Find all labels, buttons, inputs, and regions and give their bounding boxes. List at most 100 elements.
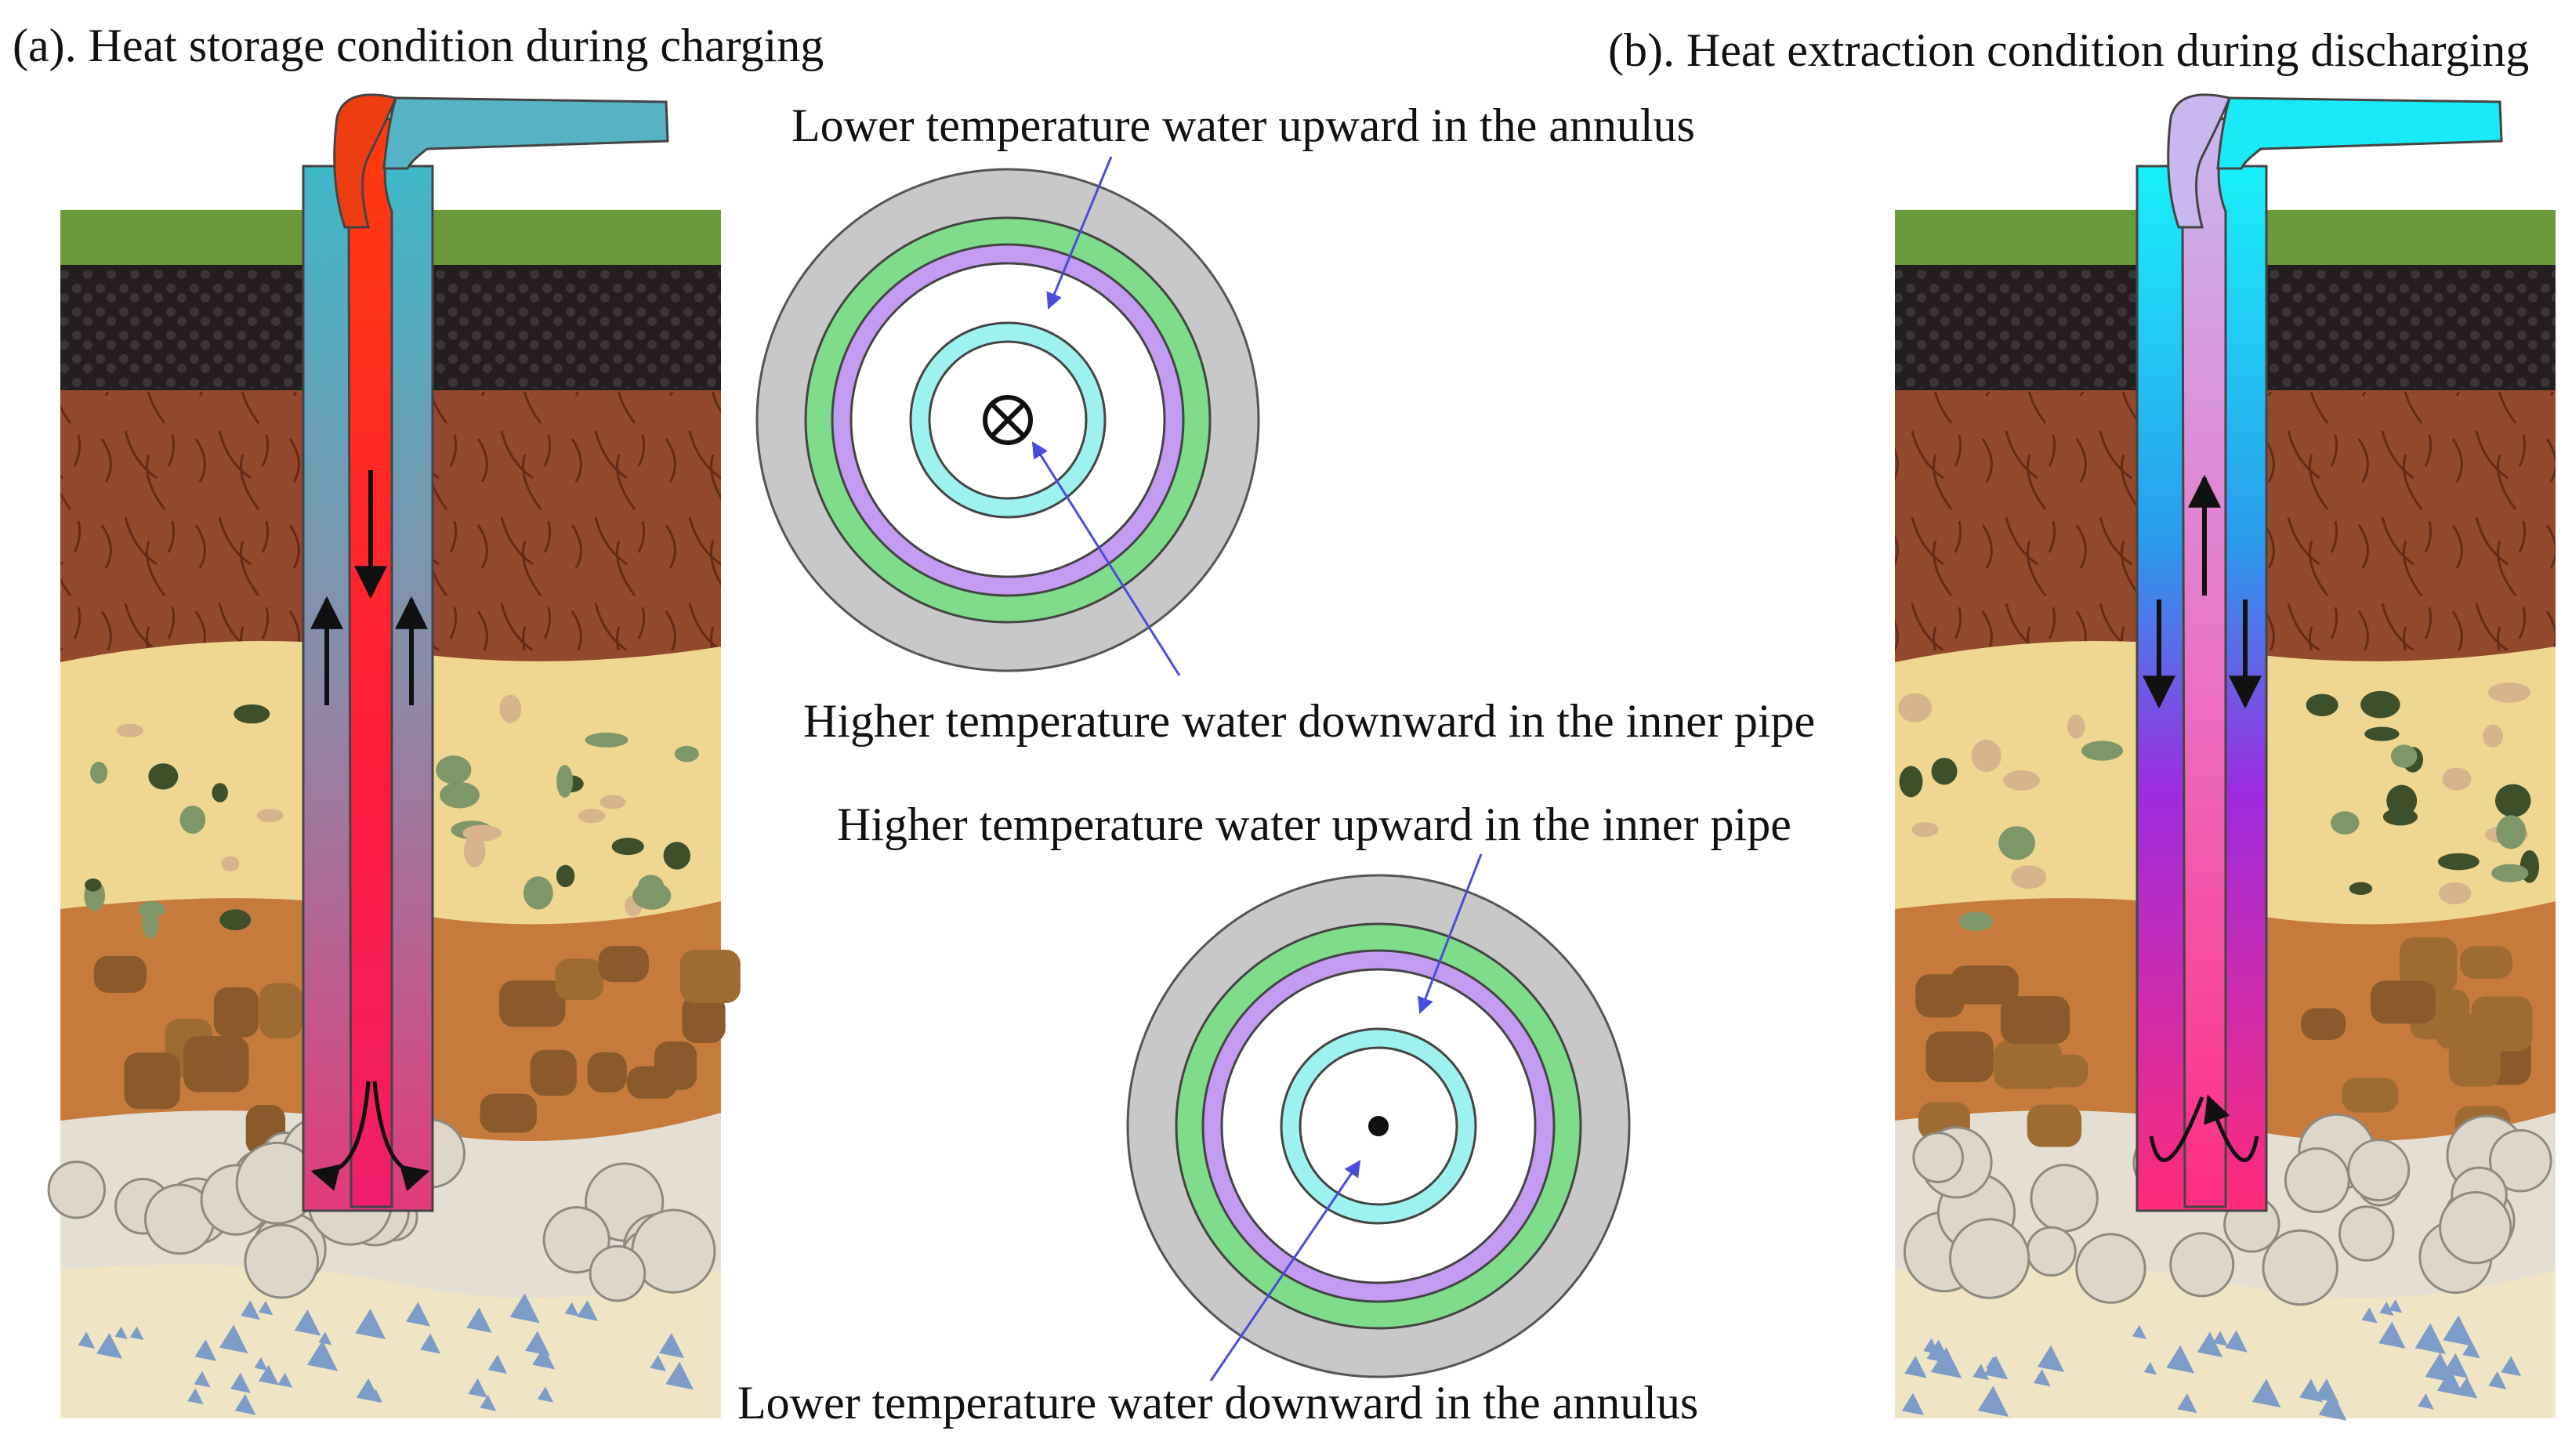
bedrock-shard xyxy=(1901,1393,1925,1416)
pebble xyxy=(2495,784,2531,817)
pebble xyxy=(578,809,606,824)
bedrock-shard xyxy=(2225,1330,2248,1353)
pointer-annulus-top xyxy=(1046,156,1113,310)
bedrock-shard xyxy=(194,1339,217,1361)
rubble-stone xyxy=(589,1244,647,1302)
bedrock-shard xyxy=(277,1372,293,1388)
bedrock-shard xyxy=(356,1378,381,1403)
bedrock-shard xyxy=(2456,1377,2478,1399)
bedrock-shard xyxy=(2462,1340,2480,1359)
pebble xyxy=(116,723,144,737)
pebble xyxy=(663,842,690,870)
gravel-stone xyxy=(213,987,259,1038)
pebble xyxy=(2331,811,2360,835)
pebble xyxy=(2483,724,2504,748)
pebble xyxy=(1899,766,1923,798)
bedrock-shard xyxy=(2361,1307,2378,1324)
gravel-stone xyxy=(1925,1031,1994,1082)
bedrock-shard xyxy=(114,1326,128,1339)
bedrock-shard xyxy=(355,1309,386,1339)
bedrock-shard xyxy=(420,1333,441,1354)
pebble xyxy=(2487,682,2531,703)
top-section-label-upper: Lower temperature water upward in the an… xyxy=(792,100,1695,151)
pebble xyxy=(2081,741,2124,761)
pebble xyxy=(462,824,502,842)
bedrock-shard xyxy=(2389,1299,2403,1313)
pebble xyxy=(2491,864,2529,882)
rubble-stone xyxy=(244,1223,320,1299)
cross-section-top xyxy=(755,156,1260,676)
bedrock-shard xyxy=(96,1332,123,1359)
gravel-stone xyxy=(530,1049,577,1096)
panel-b-title: (b). Heat extraction condition during di… xyxy=(1608,24,2530,76)
rubble-stone xyxy=(2488,1128,2552,1193)
gravel-stone xyxy=(124,1052,180,1110)
bedrock-shard xyxy=(1977,1385,2009,1417)
rubble-stone xyxy=(47,1161,106,1219)
bedrock-shard xyxy=(2414,1323,2446,1355)
bedrock-shard xyxy=(2314,1378,2339,1403)
pebble xyxy=(2306,694,2338,716)
rubble-stone xyxy=(2338,1205,2395,1262)
pebble xyxy=(221,856,240,871)
gravel-stone xyxy=(682,994,726,1043)
top-section-label-lower: Higher temperature water downward in the… xyxy=(803,695,1816,747)
bedrock-shard xyxy=(254,1356,268,1371)
gravel-stone xyxy=(598,946,649,983)
bedrock-shard xyxy=(2143,1361,2157,1375)
pebble xyxy=(219,909,252,931)
bedrock-shard xyxy=(532,1346,556,1370)
bedrock-shard xyxy=(234,1393,256,1415)
pebble xyxy=(1898,693,1933,723)
bedrock-shard xyxy=(2033,1369,2051,1387)
pebble xyxy=(436,755,472,784)
bedrock-shard xyxy=(487,1354,508,1375)
pebble xyxy=(600,795,626,809)
pebble xyxy=(585,732,629,748)
pebble xyxy=(256,809,284,823)
rubble-stone xyxy=(2262,1229,2338,1306)
gravel-stone xyxy=(2471,996,2533,1052)
pebble xyxy=(611,838,644,856)
pebble xyxy=(90,762,108,784)
bedrock-shard xyxy=(2318,1393,2347,1421)
bedrock-shard xyxy=(1923,1338,1940,1355)
outlet-pipe xyxy=(2216,96,2503,170)
bedrock-shard xyxy=(2378,1321,2406,1349)
pebble xyxy=(674,745,699,762)
bedrock-shard xyxy=(405,1302,431,1327)
bedrock-shard xyxy=(318,1331,332,1346)
pebble xyxy=(556,864,575,888)
pebble xyxy=(2437,853,2480,871)
gravel-stone xyxy=(183,1036,249,1092)
bedrock-shard xyxy=(2177,1393,2197,1414)
bedrock-shard xyxy=(258,1364,279,1385)
gravel-stone xyxy=(2301,1008,2346,1040)
bedrock-shard xyxy=(509,1293,540,1324)
gravel-stone xyxy=(259,983,302,1039)
gravel-stone xyxy=(2026,1054,2088,1088)
pebble xyxy=(142,904,159,939)
bedrock-shard xyxy=(1985,1356,2001,1372)
pointer-inner-pipe-top xyxy=(1031,441,1181,676)
bedrock-shard xyxy=(2501,1356,2522,1377)
bedrock-shard xyxy=(230,1372,251,1393)
pebble xyxy=(638,875,665,898)
rubble-stone xyxy=(2030,1164,2099,1233)
bedrock-shard xyxy=(577,1300,598,1321)
pebble xyxy=(2011,865,2047,889)
bedrock-shard xyxy=(2425,1353,2455,1383)
pebble xyxy=(2496,815,2527,849)
bedrock-shard xyxy=(468,1378,488,1398)
gravel-stone xyxy=(499,980,566,1027)
bedrock-shard xyxy=(129,1326,144,1341)
pebble xyxy=(148,763,179,790)
bedrock-shard xyxy=(2488,1371,2507,1389)
bedrock-shard xyxy=(294,1309,321,1336)
pebble xyxy=(1931,757,1958,785)
bedrock-shard xyxy=(537,1386,554,1403)
pebble xyxy=(234,704,270,724)
cross-section-bottom xyxy=(1126,853,1631,1382)
pebble xyxy=(2360,690,2400,719)
